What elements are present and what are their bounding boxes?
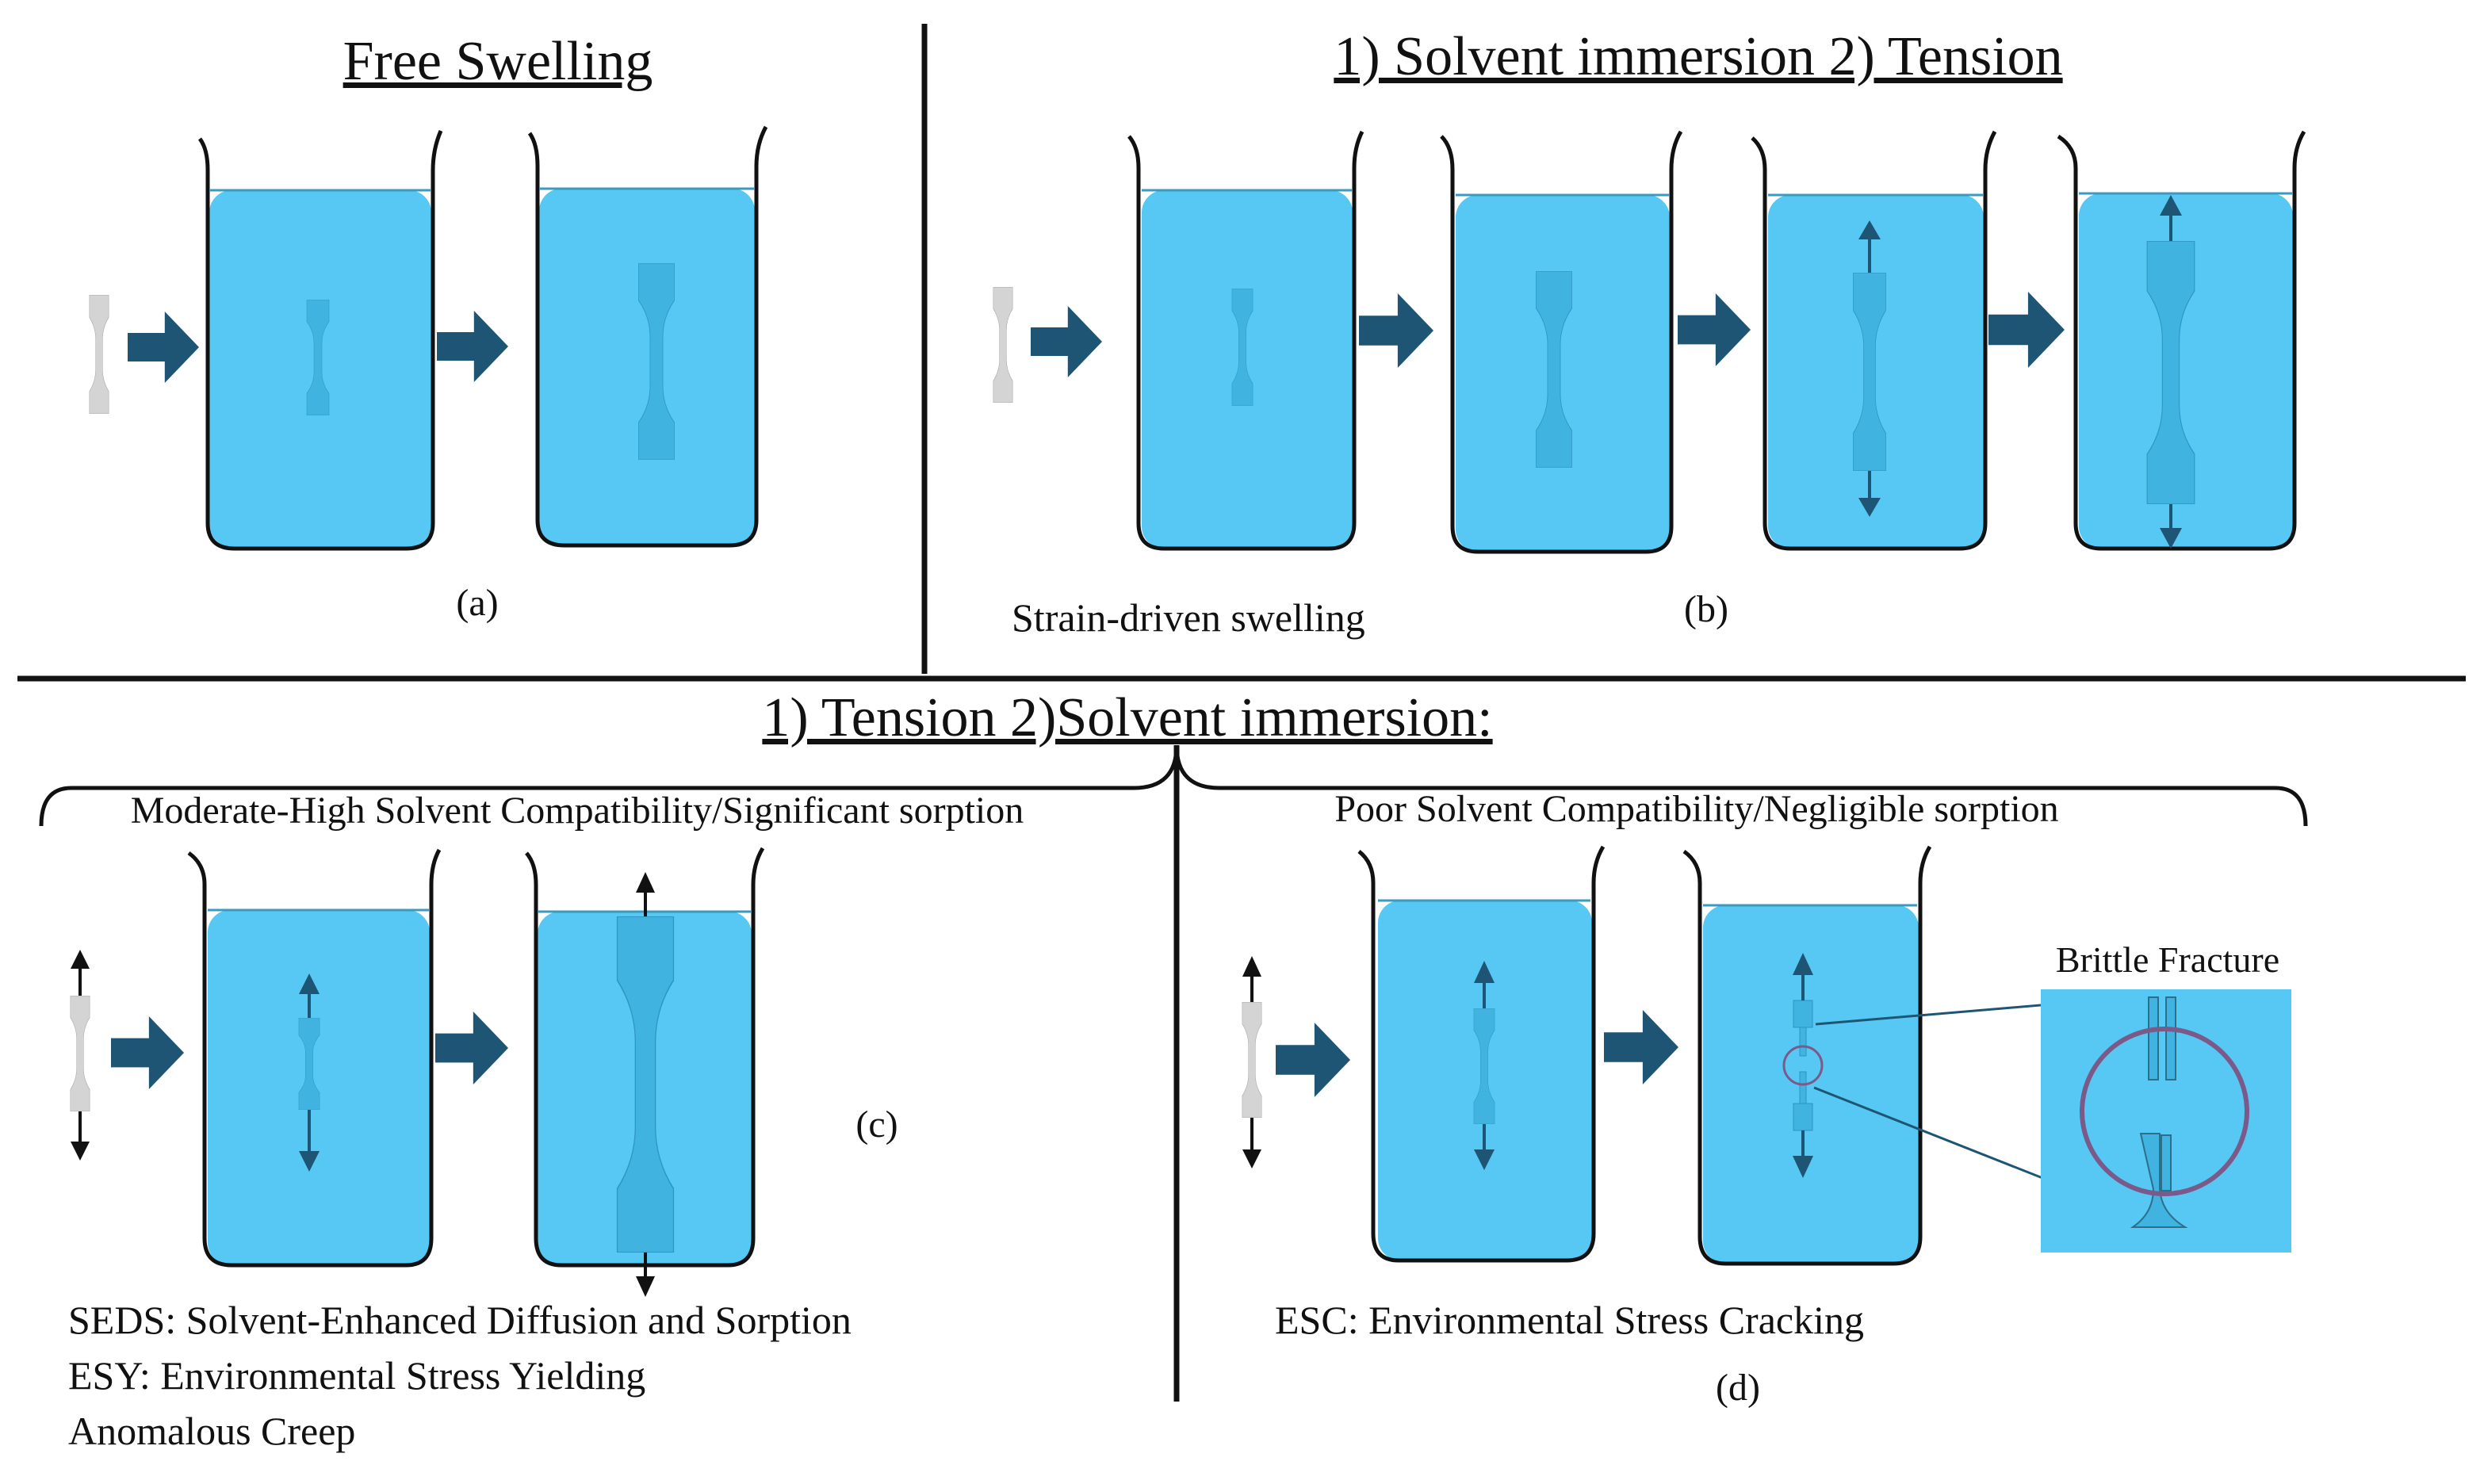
panel-a: (a)	[89, 125, 768, 624]
process-arrow-b1	[1031, 306, 1102, 377]
solvent-d2	[1703, 905, 1919, 1264]
process-arrow-a1	[128, 312, 199, 383]
process-arrow-b2	[1359, 293, 1433, 368]
beaker-c1	[187, 848, 442, 1268]
panel-c: (c) SEDS: Solvent-Enhanced Diffusion and…	[68, 847, 898, 1453]
specimen-d2-upper	[1793, 1000, 1813, 1028]
panel-b: Strain-driven swelling (b)	[993, 130, 2306, 640]
label-d: (d)	[1716, 1367, 1760, 1409]
process-arrow-b3	[1678, 293, 1751, 366]
brace-bracket	[39, 744, 2308, 827]
note-creep: Anomalous Creep	[68, 1409, 355, 1453]
specimen-dry-a	[89, 295, 109, 414]
specimen-dry-d	[1242, 1002, 1262, 1118]
process-arrow-c1	[111, 1016, 184, 1089]
beaker-b2	[1440, 130, 1683, 554]
solvent-b4	[2079, 193, 2293, 549]
process-arrow-a2	[437, 311, 508, 382]
process-arrow-c2	[435, 1012, 508, 1084]
solvent-a2	[539, 189, 755, 545]
note-esc: ESC: Environmental Stress Cracking	[1275, 1298, 1864, 1342]
specimen-d2-lower	[1793, 1103, 1813, 1131]
beaker-b4	[2057, 130, 2306, 551]
specimen-dry-c	[70, 996, 90, 1111]
crack-circle-d2	[1782, 1045, 1824, 1086]
beaker-b3	[1751, 130, 1997, 551]
note-seds: SEDS: Solvent-Enhanced Diffusion and Sor…	[68, 1298, 852, 1342]
beaker-d2	[1682, 845, 1932, 1266]
specimen-dry-b	[993, 287, 1013, 403]
solvent-c1	[208, 910, 430, 1265]
beaker-a2	[527, 125, 768, 548]
header-moderate-high: Moderate-High Solvent Compatibility/Sign…	[131, 790, 1024, 832]
solvent-b2	[1456, 195, 1670, 552]
solvent-b1	[1142, 190, 1353, 549]
note-esy: ESY: Environmental Stress Yielding	[68, 1353, 645, 1398]
title-free-swelling: Free Swelling	[343, 31, 653, 92]
label-b: (b)	[1684, 588, 1728, 630]
label-a: (a)	[456, 582, 498, 624]
beaker-d1	[1357, 845, 1606, 1263]
title-immersion-tension: 1) Solvent immersion 2) Tension	[1334, 26, 2062, 87]
process-arrow-b4	[1988, 292, 2065, 368]
panel-d: Brittle Fracture ESC: Environmental Stre…	[1242, 845, 2291, 1409]
solvent-b3	[1768, 195, 1984, 549]
header-poor: Poor Solvent Compatibility/Negligible so…	[1334, 788, 2058, 830]
note-strain-driven: Strain-driven swelling	[1012, 595, 1365, 640]
process-arrow-d2	[1604, 1010, 1678, 1084]
note-brittle-fracture: Brittle Fracture	[2056, 939, 2279, 980]
beaker-b1	[1127, 130, 1364, 551]
beaker-a1	[197, 130, 443, 551]
zoom-crack-circle	[2080, 1027, 2249, 1196]
label-c: (c)	[855, 1103, 898, 1146]
title-tension-immersion: 1) Tension 2)Solvent immersion:	[762, 687, 1492, 748]
process-arrow-d1	[1276, 1023, 1350, 1097]
